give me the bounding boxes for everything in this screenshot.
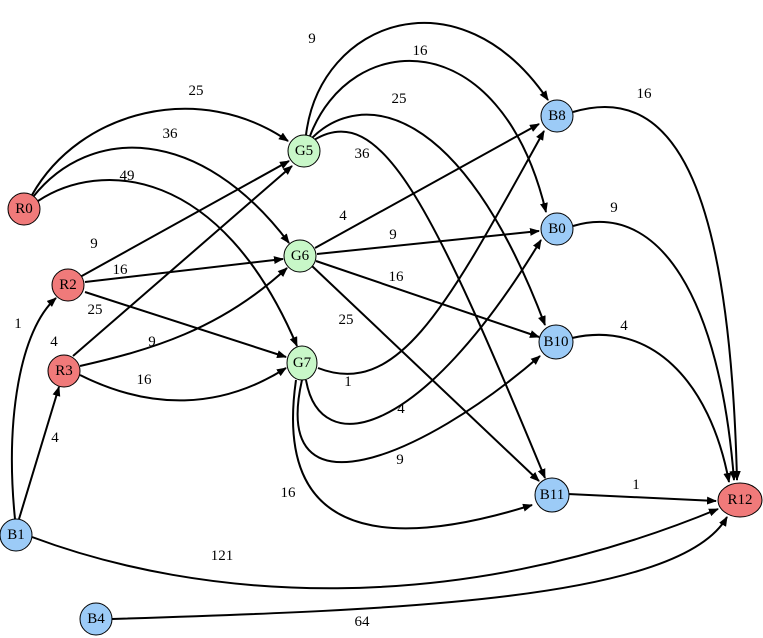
edge-G7-B8 [317,130,545,375]
edge-G7-B10 [296,355,541,464]
edge-B1-R3 [18,386,61,520]
edge-B4-R12 [111,516,728,620]
edge-weight: 9 [396,452,404,468]
edge-weight: 36 [163,126,179,142]
edge-weight: 9 [610,200,618,216]
node-label: B4 [87,611,105,627]
edge-labels: 25 36 49 9 16 25 4 9 16 1 4 121 64 9 16 … [14,31,652,630]
node-label: G7 [293,355,312,371]
edge-B1-R12 [31,508,719,590]
edge-G5-B8 [305,21,549,136]
edge-weight: 9 [308,31,316,47]
node-R0[interactable]: R0 [7,192,41,226]
edge-weight: 16 [281,485,297,501]
node-label: R12 [727,492,752,508]
edge-G7-B0 [305,239,542,425]
edge-weight: 16 [137,372,153,388]
node-B0[interactable]: B0 [540,212,574,246]
edge-R2-G5 [79,160,290,278]
node-R12[interactable]: R12 [717,482,763,518]
edge-weight: 16 [413,43,429,59]
edge-weight: 9 [90,236,98,252]
node-label: B10 [543,334,568,350]
edge-G7-B11 [292,379,533,530]
node-B8[interactable]: B8 [540,99,574,133]
edge-weight: 121 [211,548,234,564]
edge-B0-R12 [572,220,738,481]
edges [10,21,741,620]
edge-B10-R12 [571,333,732,483]
edge-weight: 4 [50,334,58,350]
edge-R2-G7 [84,291,287,359]
edge-R3-G6 [79,267,288,367]
edge-R3-G7 [79,367,287,402]
edge-weight: 1 [344,374,352,390]
edge-weight: 4 [339,208,347,224]
node-label: G5 [295,143,313,159]
edge-weight: 1 [14,316,22,332]
node-label: B1 [7,527,25,543]
edge-R0-G5 [31,107,289,196]
edge-G6-B8 [314,123,540,249]
node-label: B11 [540,487,564,503]
edge-weight: 9 [148,334,156,350]
edge-weight: 4 [51,430,59,446]
node-G5[interactable]: G5 [287,134,321,168]
edge-weight: 4 [620,318,628,334]
edge-G5-B10 [311,113,546,326]
nodes: R0 R2 R3 B1 B4 G5 G6 G7 B8 B0 B10 B11 R1… [0,99,763,636]
node-B10[interactable]: B10 [538,324,574,360]
edge-weight: 25 [392,91,407,107]
edge-weight: 25 [339,312,354,328]
edge-weight: 9 [389,227,397,243]
edge-G6-B11 [311,265,540,482]
node-R2[interactable]: R2 [51,268,85,302]
edge-R0-G6 [32,146,290,244]
node-G6[interactable]: G6 [283,239,317,273]
edge-weight: 49 [120,168,135,184]
edge-G5-B11 [313,130,546,479]
edge-B1-R2 [10,297,57,520]
edge-weight: 16 [389,269,405,285]
node-G7[interactable]: G7 [286,345,318,381]
edge-R3-G5 [72,165,293,357]
node-B1[interactable]: B1 [0,518,33,552]
edge-weight: 4 [397,401,405,417]
node-label: G6 [291,248,310,264]
node-R3[interactable]: R3 [47,354,81,388]
node-label: R2 [59,277,77,293]
node-B11[interactable]: B11 [534,477,570,513]
edge-weight: 64 [355,614,371,630]
edge-R0-G7 [37,179,298,347]
node-label: B0 [548,221,566,237]
node-B4[interactable]: B4 [79,602,113,636]
node-label: R0 [15,201,33,217]
node-label: R3 [55,363,73,379]
edge-G6-B10 [315,260,540,338]
edge-weight: 16 [637,86,653,102]
edge-weight: 25 [88,302,103,318]
edge-weight: 16 [113,262,129,278]
edge-B8-R12 [572,106,741,481]
edge-weight: 36 [355,146,371,162]
edge-G5-B0 [309,59,548,213]
edge-weight: 1 [632,477,640,493]
node-label: B8 [548,108,566,124]
edge-B11-R12 [567,493,717,505]
edge-weight: 25 [189,83,204,99]
edge-R2-G6 [84,256,284,283]
edge-G6-B0 [316,227,540,255]
